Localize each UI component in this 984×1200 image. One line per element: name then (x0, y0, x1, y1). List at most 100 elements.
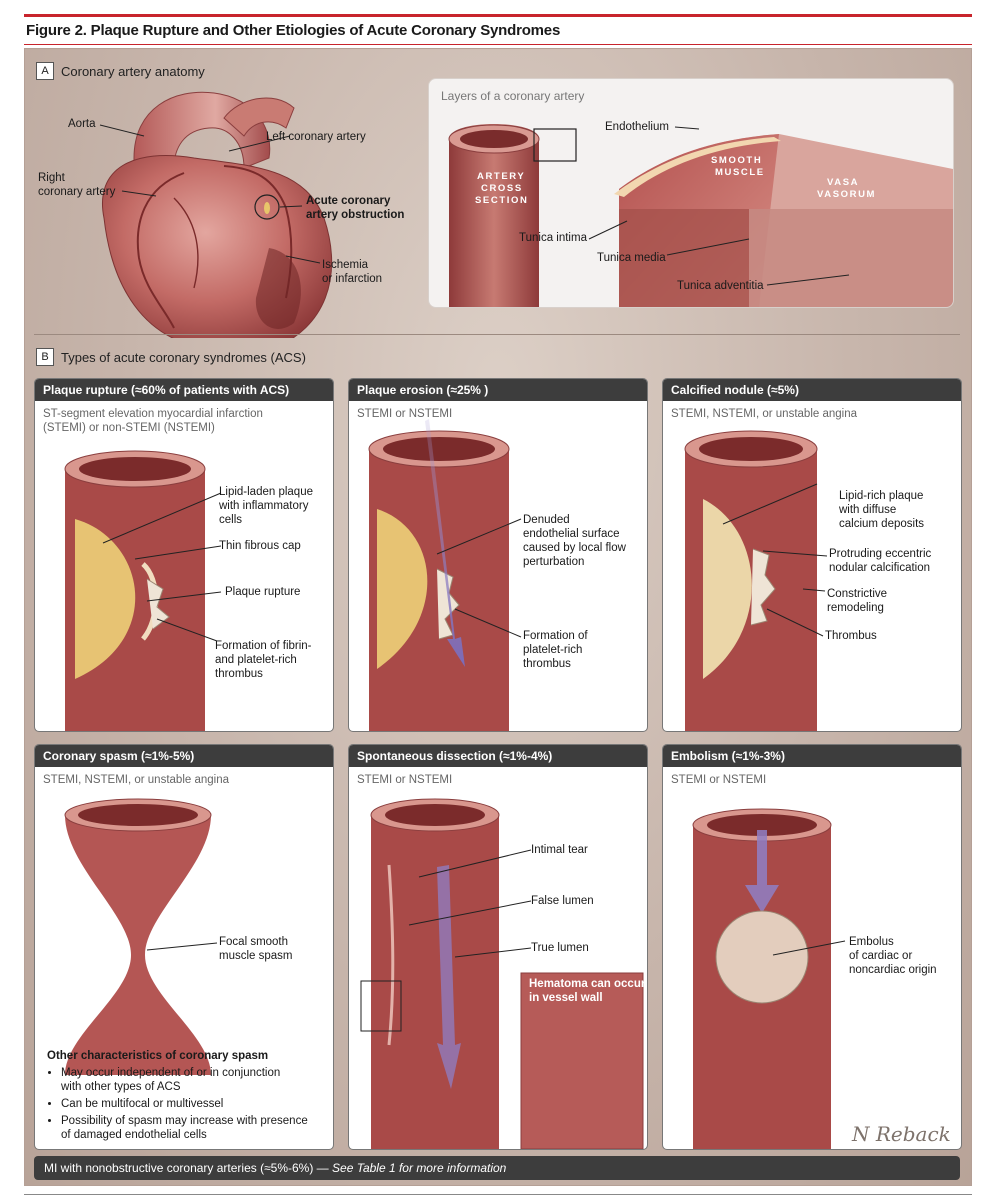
label-tunica-adventitia: Tunica adventitia (677, 280, 764, 292)
section-b-title: Types of acute coronary syndromes (ACS) (61, 349, 306, 365)
branch-vessel (173, 197, 199, 289)
cn-label-4: Protruding eccentric (829, 548, 932, 560)
sd-hematoma-2: in vessel wall (529, 992, 603, 1004)
label-smooth-1: SMOOTH (711, 155, 763, 166)
em-label-1: Embolus (849, 936, 894, 948)
label-endothelium: Endothelium (605, 121, 669, 133)
spasm-bullet-3b: of damaged endothelial cells (61, 1129, 207, 1141)
sd-label-2: False lumen (531, 895, 594, 907)
cs-label-1: Focal smooth (219, 936, 289, 948)
endothelium-leader (674, 126, 700, 130)
pr-label-2: with inflammatory (219, 500, 309, 512)
media-leader (666, 238, 750, 256)
label-right-coronary-2: coronary artery (38, 186, 116, 198)
card-embolism: Embolism (≈1%-3%) STEMI or NSTEMI Embolu… (662, 744, 962, 1150)
label-obstruction-1: Acute coronary (306, 195, 391, 207)
sd-label-3: True lumen (531, 942, 589, 954)
pr-label-6: Formation of fibrin- (215, 640, 312, 652)
pr-label-4: Thin fibrous cap (219, 540, 301, 552)
card-coronary-spasm: Coronary spasm (≈1%-5%) STEMI, NSTEMI, o… (34, 744, 334, 1150)
em-label-2: of cardiac or (849, 950, 913, 962)
label-right-coronary-1: Right (38, 172, 65, 184)
obstruction-plaque (264, 202, 270, 214)
obstruction-leader (279, 205, 303, 208)
label-obstruction-2: artery obstruction (306, 209, 405, 221)
tube-lumen (460, 130, 528, 148)
cn-label-5: nodular calcification (829, 562, 931, 574)
pulmonary-shape (223, 97, 295, 137)
label-ischemia-1: Ischemia (322, 259, 369, 271)
spasm-bullet-2a: Can be multifocal or multivessel (61, 1098, 224, 1110)
left-coronary-leader (228, 135, 291, 152)
ischemia-leader (285, 255, 321, 264)
heart-illustration (99, 91, 333, 338)
spasm-bullet-1b: with other types of ACS (61, 1081, 181, 1093)
minoca-footer-main: MI with nonobstructive coronary arteries… (44, 1161, 329, 1175)
minoca-footer: MI with nonobstructive coronary arteries… (34, 1156, 960, 1180)
title-rule-top (24, 14, 972, 17)
label-aorta: Aorta (68, 118, 96, 130)
cs-label-2: muscle spasm (219, 950, 293, 962)
spasm-bullet-1a: May occur independent of or in conjuncti… (61, 1067, 281, 1079)
card-spontaneous-dissection: Spontaneous dissection (≈1%-4%) STEMI or… (348, 744, 648, 1150)
card-plaque-rupture-header: Plaque rupture (≈60% of patients with AC… (35, 379, 333, 401)
pe-label-3: caused by local flow (523, 542, 626, 554)
card-coronary-spasm-header: Coronary spasm (≈1%-5%) (35, 745, 333, 767)
coronary-spasm-drawing (64, 798, 218, 1075)
card-plaque-rupture-sub-2: (STEMI) or non-STEMI (NSTEMI) (43, 422, 215, 434)
card-plaque-rupture: Plaque rupture (≈60% of patients with AC… (34, 378, 334, 732)
card-spontaneous-dissection-header: Spontaneous dissection (≈1%-4%) (349, 745, 647, 767)
section-b-letter: B (36, 348, 54, 366)
sd-hematoma-1: Hematoma can occur (529, 978, 646, 990)
pe-label-2: endothelial surface (523, 528, 620, 540)
card-plaque-erosion-header: Plaque erosion (≈25% ) (349, 379, 647, 401)
artist-signature: N Reback (852, 1122, 951, 1146)
plaque-erosion-drawing (368, 419, 522, 731)
label-cross-1: ARTERY (477, 171, 526, 182)
sd-label-1: Intimal tear (531, 844, 588, 856)
pr-label-8: thrombus (215, 668, 263, 680)
spasm-bullet-1: May occur independent of or in conjuncti… (61, 1066, 327, 1094)
label-tunica-media: Tunica media (597, 252, 666, 264)
card-spontaneous-dissection-sub: STEMI or NSTEMI (357, 774, 453, 786)
cn-label-7: remodeling (827, 602, 884, 614)
card-plaque-rupture-sub-1: ST-segment elevation myocardial infarcti… (43, 408, 263, 420)
label-ischemia-2: or infarction (322, 273, 383, 285)
right-coronary-vessel (136, 172, 185, 329)
section-a-label: A Coronary artery anatomy (36, 62, 205, 80)
calcified-nodule-drawing (684, 430, 828, 731)
label-vasa-2: VASORUM (817, 189, 877, 200)
label-cross-2: CROSS (481, 183, 523, 194)
spasm-characteristics-title: Other characteristics of coronary spasm (47, 1050, 269, 1062)
card-calcified-nodule: Calcified nodule (≈5%) STEMI, NSTEMI, or… (662, 378, 962, 732)
adventitia-face (749, 209, 953, 307)
embolism-drawing (692, 808, 846, 1149)
card-calcified-nodule-header: Calcified nodule (≈5%) (663, 379, 961, 401)
media-face (619, 209, 749, 307)
label-smooth-2: MUSCLE (715, 167, 765, 178)
spasm-bullet-3: Possibility of spasm may increase with p… (61, 1114, 327, 1142)
artery-layers-drawing (448, 124, 953, 307)
title-rule-bottom (24, 44, 972, 45)
pr-label-3: cells (219, 514, 243, 526)
spasm-bullet-2: Can be multifocal or multivessel (61, 1097, 327, 1111)
card-embolism-header: Embolism (≈1%-3%) (663, 745, 961, 767)
section-divider (34, 334, 960, 335)
intima-strip (614, 137, 781, 197)
spasm-characteristics-list: May occur independent of or in conjuncti… (47, 1066, 327, 1142)
aorta-leader (99, 124, 145, 137)
adventitia-leader (766, 274, 850, 286)
cn-label-2: with diffuse (839, 504, 897, 516)
pe-label-1: Denuded (523, 514, 570, 526)
label-vasa-1: VASA (827, 177, 860, 188)
cn-label-8: Thrombus (825, 630, 877, 642)
cn-label-6: Constrictive (827, 588, 888, 600)
card-calcified-nodule-sub: STEMI, NSTEMI, or unstable angina (671, 408, 857, 420)
section-a-letter: A (36, 62, 54, 80)
zoom-box (533, 128, 577, 162)
cn-label-3: calcium deposits (839, 518, 925, 530)
pe-label-4: perturbation (523, 556, 585, 568)
pe-label-6: platelet-rich (523, 644, 583, 656)
figure-title: Figure 2. Plaque Rupture and Other Etiol… (26, 22, 561, 39)
right-coronary-leader (121, 190, 157, 197)
